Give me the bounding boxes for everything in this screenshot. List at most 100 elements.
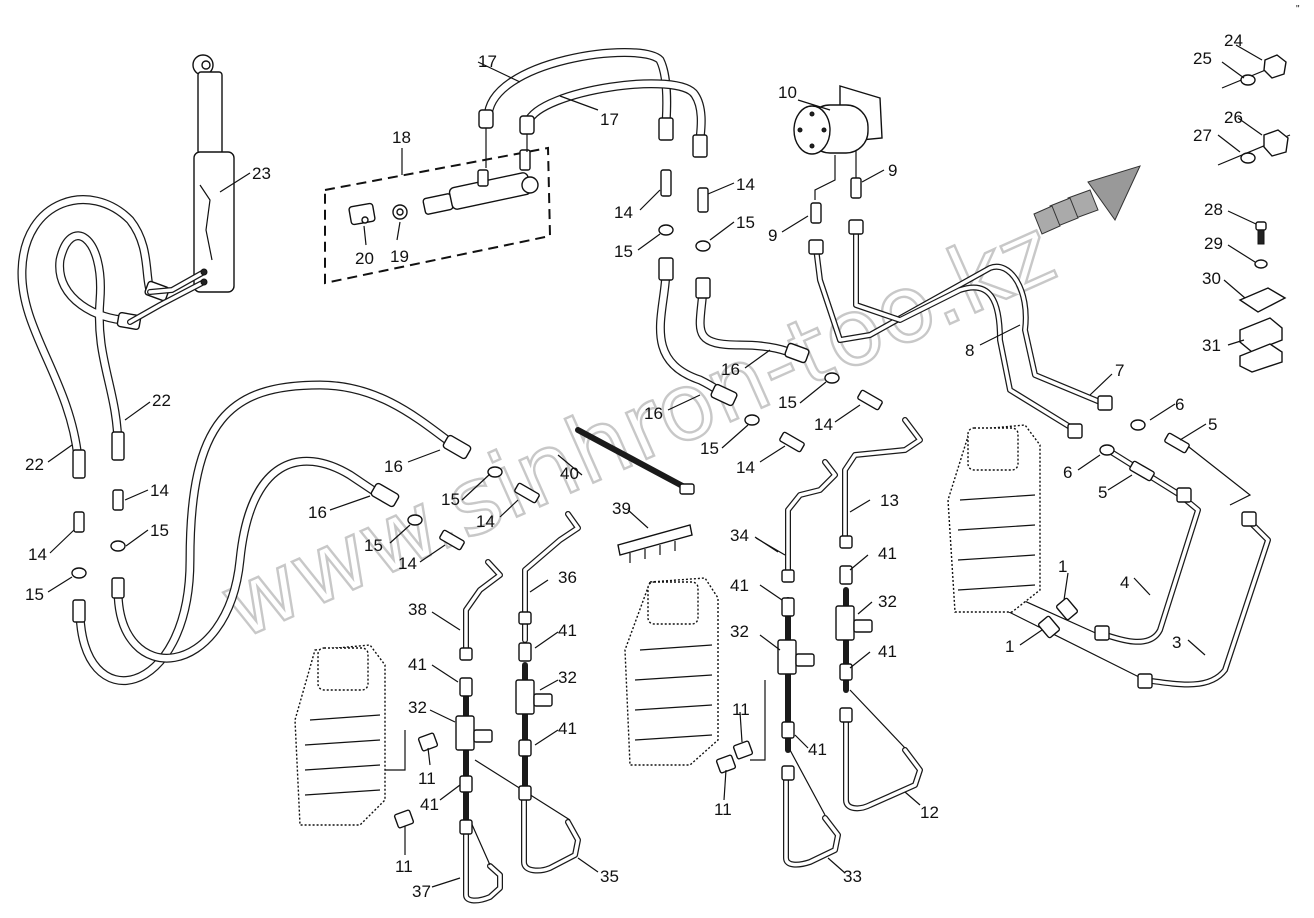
small-parts-24-31 (1217, 54, 1291, 373)
callout-15: 15 (614, 242, 633, 261)
callout-13: 13 (880, 491, 899, 510)
callout-15: 15 (441, 490, 460, 509)
callout-41: 41 (878, 642, 897, 661)
callout-41: 41 (420, 795, 439, 814)
callout-14: 14 (476, 512, 495, 531)
callout-5: 5 (1098, 483, 1107, 502)
callout-16: 16 (644, 404, 663, 423)
callout-14: 14 (814, 415, 833, 434)
valve-block-left (294, 644, 386, 826)
callout-15: 15 (25, 585, 44, 604)
callout-16: 16 (308, 503, 327, 522)
callout-8: 8 (965, 341, 974, 360)
callout-15: 15 (700, 439, 719, 458)
callout-1: 1 (1058, 557, 1067, 576)
hoses-16-center (655, 257, 810, 407)
callout-1: 1 (1005, 637, 1014, 656)
pipes-right-1-to-6 (994, 395, 1271, 689)
corner-mark: " (1296, 4, 1300, 15)
hose-22-right (55, 231, 131, 453)
callout-5: 5 (1208, 415, 1217, 434)
callout-17: 17 (478, 52, 497, 71)
pipes-7-8 (808, 219, 1103, 433)
callout-41: 41 (558, 719, 577, 738)
callout-15: 15 (778, 393, 797, 412)
callout-30: 30 (1202, 269, 1221, 288)
callout-41: 41 (730, 576, 749, 595)
callout-11: 11 (714, 800, 732, 819)
assembly-box-18 (324, 146, 552, 285)
callout-27: 27 (1193, 126, 1212, 145)
callout-11: 11 (395, 857, 413, 876)
callout-9: 9 (888, 161, 897, 180)
tee-blocks-32 (455, 605, 873, 751)
callout-41: 41 (558, 621, 577, 640)
callout-32: 32 (558, 668, 577, 687)
callout-41: 41 (878, 544, 897, 563)
leader-lines (47, 44, 1263, 888)
callout-39: 39 (612, 499, 631, 518)
callout-32: 32 (408, 698, 427, 717)
fittings (71, 169, 1190, 835)
hose-16-long-outer (75, 380, 460, 685)
callout-35: 35 (600, 867, 619, 886)
callout-11: 11 (732, 700, 750, 719)
callout-14: 14 (614, 203, 633, 222)
callout-41: 41 (808, 740, 827, 759)
callout-15: 15 (364, 536, 383, 555)
callout-26: 26 (1224, 108, 1243, 127)
callout-25: 25 (1193, 49, 1212, 68)
callout-6: 6 (1175, 395, 1184, 414)
callout-32: 32 (730, 622, 749, 641)
callout-15: 15 (736, 213, 755, 232)
callout-34: 34 (730, 526, 749, 545)
callout-37: 37 (412, 882, 431, 901)
valve-block-right (947, 424, 1041, 613)
callout-18: 18 (392, 128, 411, 147)
callout-7: 7 (1115, 361, 1124, 380)
hose-16-long-inner (113, 456, 390, 663)
callout-22: 22 (25, 455, 44, 474)
callout-22: 22 (152, 391, 171, 410)
callout-16: 16 (384, 457, 403, 476)
callout-15: 15 (150, 521, 169, 540)
callout-11: 11 (418, 769, 436, 788)
callout-24: 24 (1224, 31, 1243, 50)
callout-9: 9 (768, 226, 777, 245)
strap-40-clip-39 (575, 427, 695, 563)
callout-labels: 1 1 3 4 5 5 6 6 7 8 9 9 10 11 11 11 11 1… (25, 31, 1243, 901)
callout-17: 17 (600, 110, 619, 129)
callout-20: 20 (355, 249, 374, 268)
hose-end-fittings-left (72, 280, 472, 623)
callout-14: 14 (398, 554, 417, 573)
callout-14: 14 (28, 545, 47, 564)
callout-32: 32 (878, 592, 897, 611)
callout-16: 16 (721, 360, 740, 379)
motor-10 (793, 85, 883, 200)
callout-28: 28 (1204, 200, 1223, 219)
callout-14: 14 (736, 458, 755, 477)
callout-38: 38 (408, 600, 427, 619)
hoses-17 (478, 47, 708, 168)
callout-14: 14 (150, 481, 169, 500)
callout-33: 33 (843, 867, 862, 886)
callout-23: 23 (252, 164, 271, 183)
callout-40: 40 (560, 464, 579, 483)
valve-block-middle (624, 577, 719, 766)
hose-22-left (17, 195, 155, 463)
callout-31: 31 (1202, 336, 1221, 355)
callout-3: 3 (1172, 633, 1181, 652)
direction-arrow-icon (1033, 165, 1141, 235)
callout-36: 36 (558, 568, 577, 587)
callout-12: 12 (920, 803, 939, 822)
callout-14: 14 (736, 175, 755, 194)
callout-4: 4 (1120, 573, 1129, 592)
cylinder-23 (127, 54, 235, 325)
callout-29: 29 (1204, 234, 1223, 253)
callout-6: 6 (1063, 463, 1072, 482)
callout-10: 10 (778, 83, 797, 102)
callout-41: 41 (408, 655, 427, 674)
watermark-text: www.sinhron-too.kz (205, 197, 1069, 660)
callout-19: 19 (390, 247, 409, 266)
